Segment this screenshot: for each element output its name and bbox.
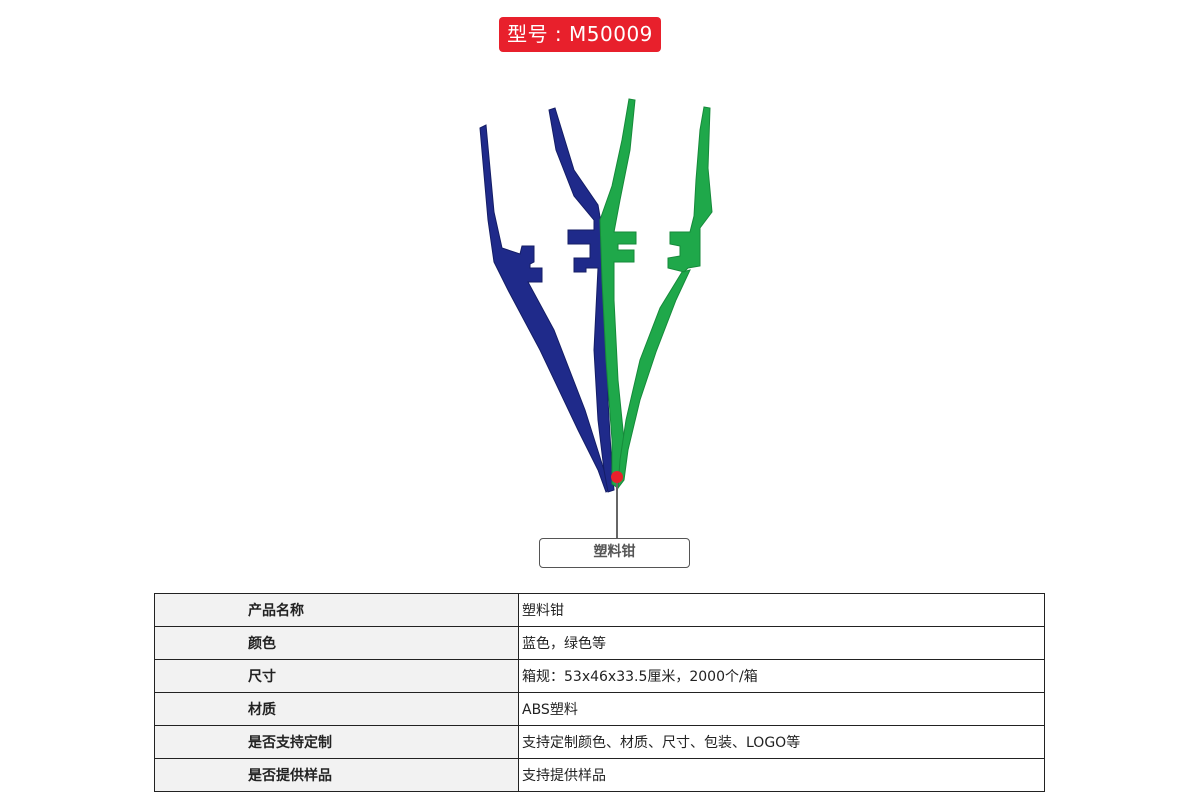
product-image (479, 98, 713, 493)
table-row: 产品名称 塑料钳 (154, 593, 1045, 627)
callout-leader-line (616, 477, 618, 539)
blue-tweezers (479, 107, 615, 493)
table-row: 材质 ABS塑料 (154, 692, 1045, 726)
spec-table: 产品名称 塑料钳 颜色 蓝色，绿色等 尺寸 箱规：53x46x33.5厘米，20… (154, 593, 1045, 792)
spec-key: 尺寸 (154, 659, 519, 693)
blue-arm-left (479, 124, 613, 493)
table-row: 是否支持定制 支持定制颜色、材质、尺寸、包装、LOGO等 (154, 725, 1045, 759)
spec-value: ABS塑料 (518, 692, 1045, 726)
green-tweezers (599, 98, 713, 490)
spec-key: 颜色 (154, 626, 519, 660)
callout-label: 塑料钳 (539, 538, 690, 568)
model-badge: 型号 : M50009 (499, 17, 661, 52)
table-row: 尺寸 箱规：53x46x33.5厘米，2000个/箱 (154, 659, 1045, 693)
green-arm-left (599, 98, 637, 489)
spec-value: 蓝色，绿色等 (518, 626, 1045, 660)
green-arm-right (617, 106, 713, 490)
spec-value: 支持定制颜色、材质、尺寸、包装、LOGO等 (518, 725, 1045, 759)
callout-marker-dot (611, 471, 623, 483)
table-row: 是否提供样品 支持提供样品 (154, 758, 1045, 792)
spec-value: 箱规：53x46x33.5厘米，2000个/箱 (518, 659, 1045, 693)
spec-key: 是否支持定制 (154, 725, 519, 759)
spec-value: 支持提供样品 (518, 758, 1045, 792)
spec-value: 塑料钳 (518, 593, 1045, 627)
spec-key: 产品名称 (154, 593, 519, 627)
spec-key: 材质 (154, 692, 519, 726)
table-row: 颜色 蓝色，绿色等 (154, 626, 1045, 660)
spec-key: 是否提供样品 (154, 758, 519, 792)
